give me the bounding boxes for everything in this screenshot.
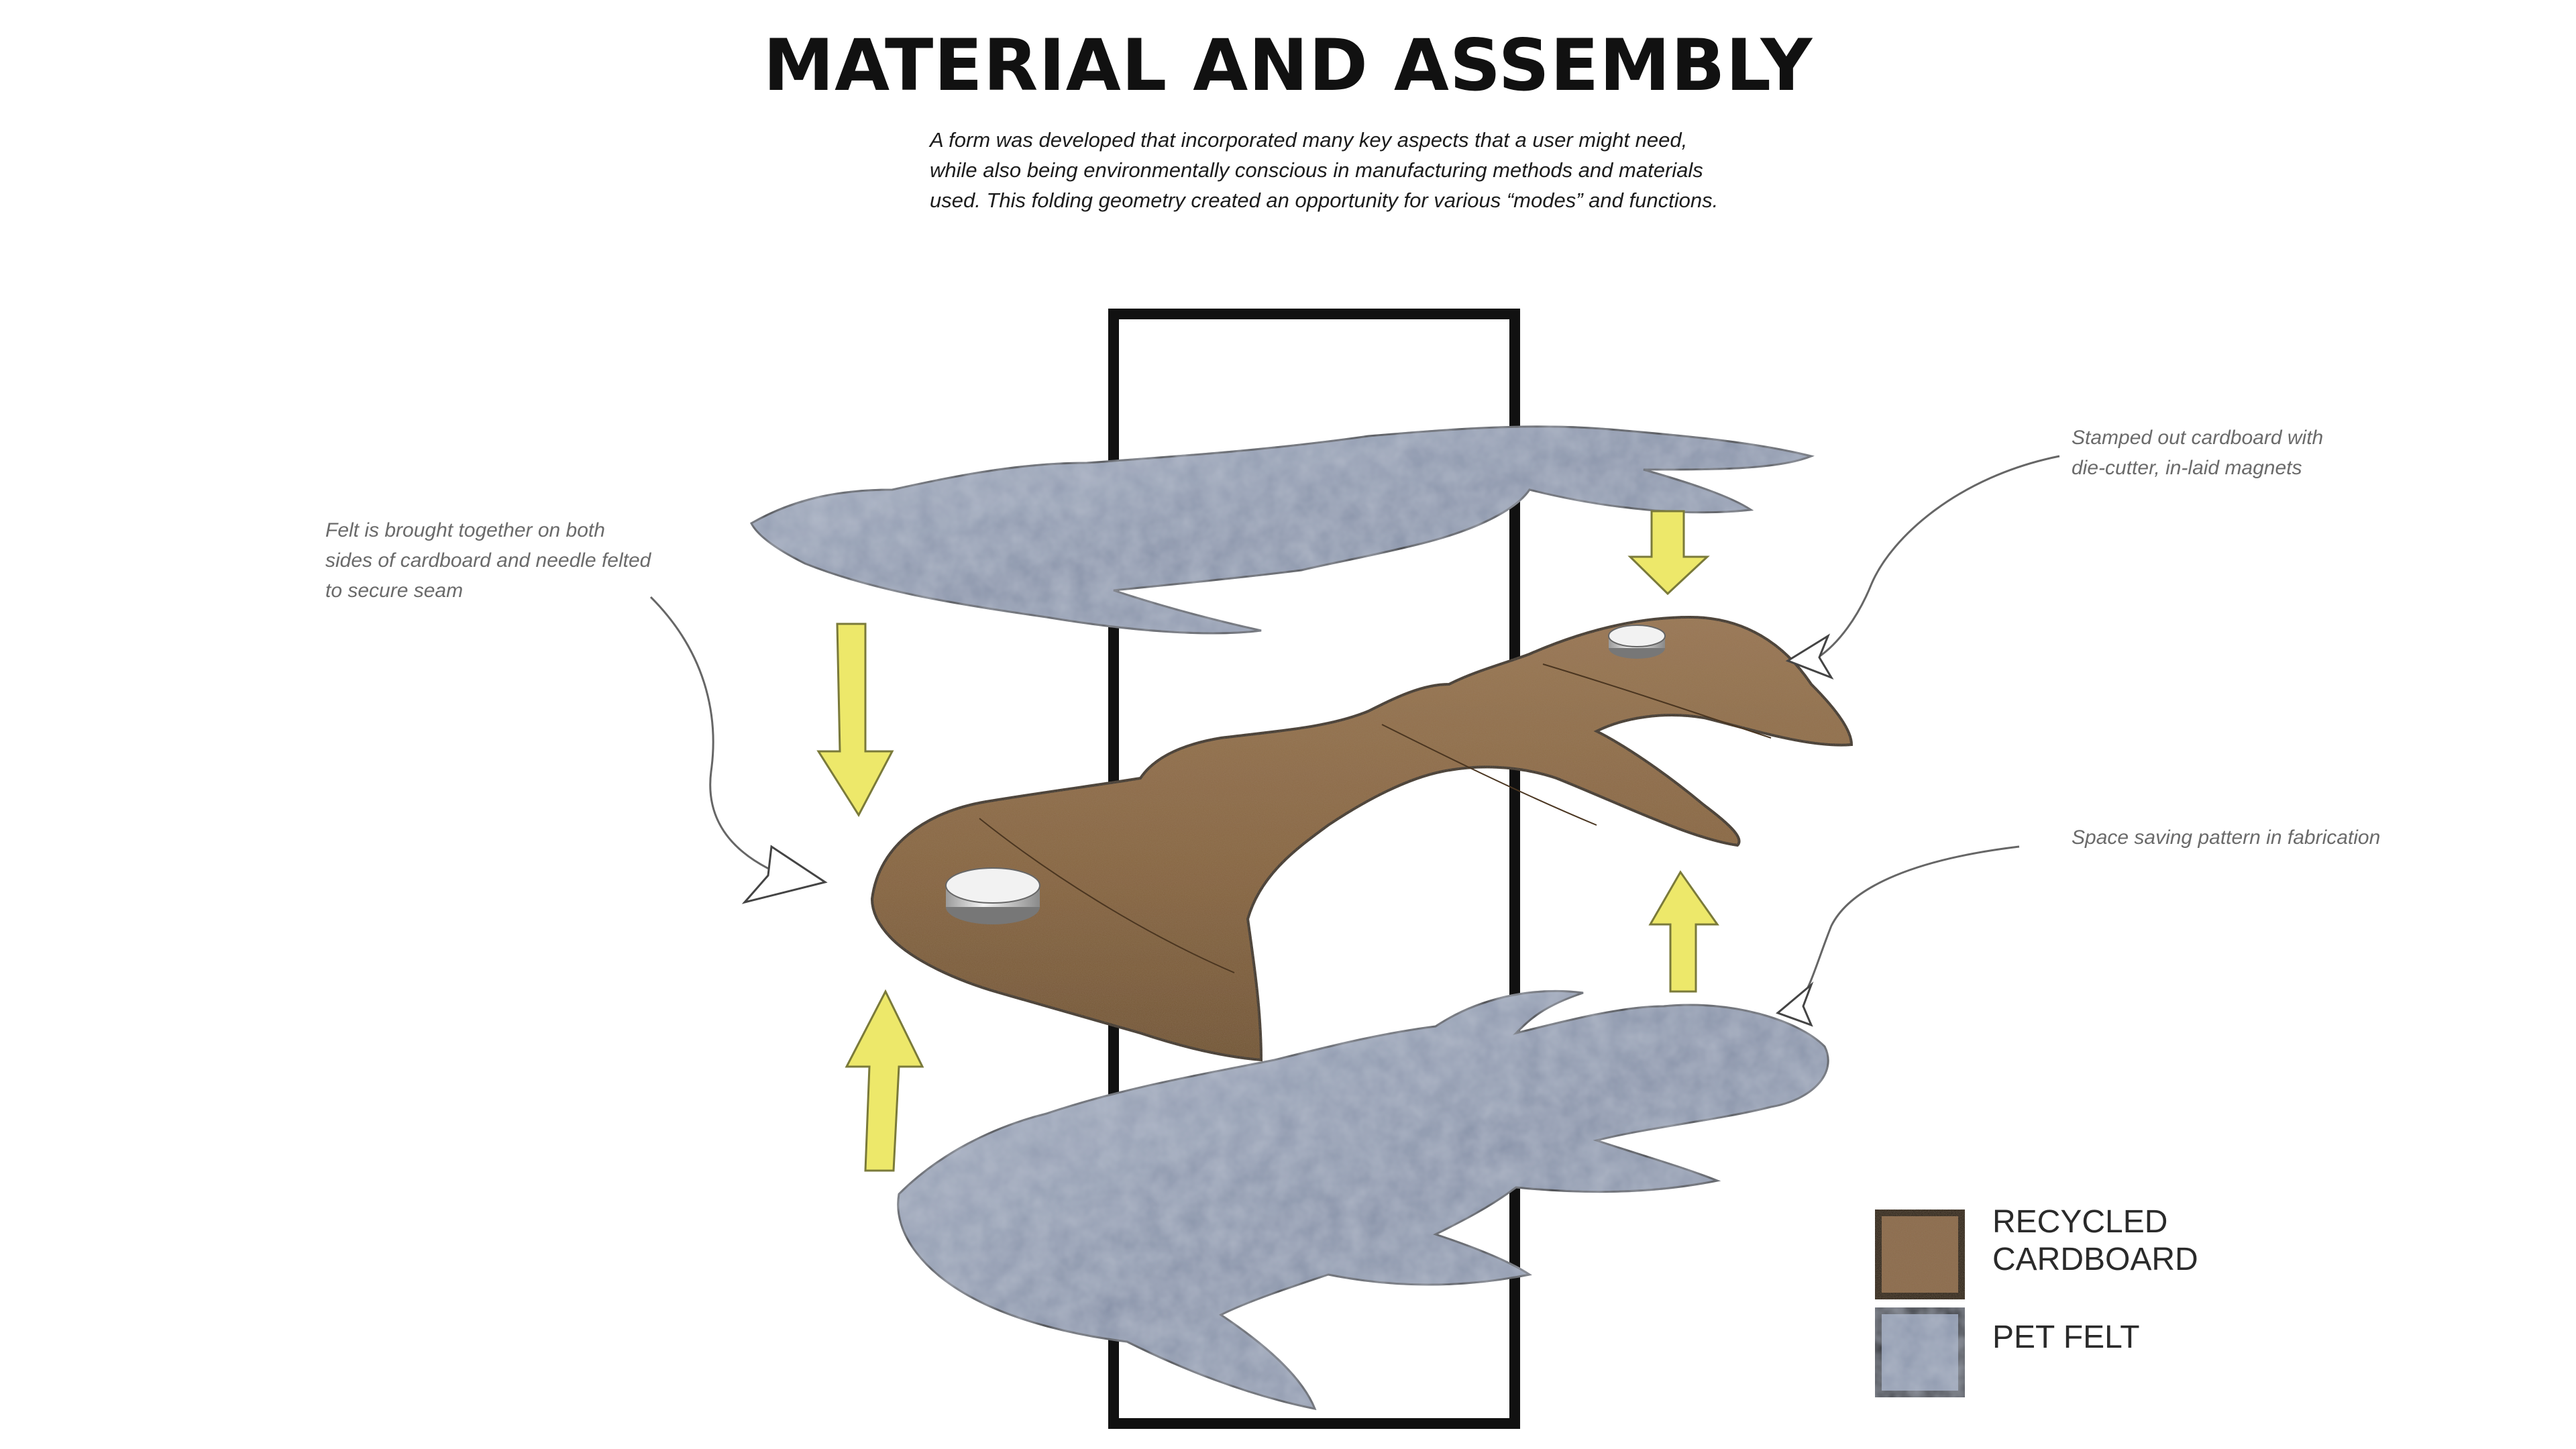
callout-space-saving: Space saving pattern in fabrication xyxy=(2072,822,2380,853)
bottom-felt-sheet xyxy=(897,989,1829,1411)
callout-felt-line-3: to secure seam xyxy=(325,580,464,602)
callout-stamped-cardboard: Stamped out cardboard with die-cutter, i… xyxy=(2072,423,2323,483)
leader-line-space xyxy=(1796,845,2020,1007)
fold-line xyxy=(979,818,1235,973)
intro-line-1: A form was developed that incorporated m… xyxy=(930,128,1688,152)
leader-arrowhead-felt xyxy=(741,845,828,904)
callout-cardboard-line-1: Stamped out cardboard with xyxy=(2072,427,2324,449)
callout-felt-line-1: Felt is brought together on both xyxy=(325,519,605,541)
legend-cardboard-label: RECYCLED CARDBOARD xyxy=(1992,1204,2198,1277)
down-arrow xyxy=(816,623,894,817)
intro-paragraph: A form was developed that incorporated m… xyxy=(930,125,1719,215)
up-arrow xyxy=(1648,870,1719,993)
magnet-disc-icon xyxy=(945,867,1040,924)
cardboard-form xyxy=(870,615,1854,1062)
down-arrow xyxy=(1627,510,1710,596)
magnet-disc-icon xyxy=(1608,625,1666,659)
fold-line xyxy=(1381,724,1597,826)
legend-felt-label: PET FELT xyxy=(1992,1320,2140,1355)
leader-arrowhead-cardboard xyxy=(1785,633,1834,680)
callout-felt-line-2: sides of cardboard and needle felted xyxy=(325,549,651,572)
intro-line-3: used. This folding geometry created an o… xyxy=(930,189,1719,212)
leader-line-felt xyxy=(649,596,792,880)
callout-space-line-1: Space saving pattern in fabrication xyxy=(2072,826,2381,849)
up-arrow xyxy=(845,989,924,1172)
leader-line-cardboard xyxy=(1817,455,2060,659)
callout-felt-seam: Felt is brought together on both sides o… xyxy=(325,515,651,606)
callout-cardboard-line-2: die-cutter, in-laid magnets xyxy=(2072,457,2302,479)
fold-line xyxy=(1542,663,1772,739)
legend-felt-swatch xyxy=(1875,1307,1965,1397)
intro-line-2: while also being environmentally conscio… xyxy=(930,158,1703,182)
top-felt-sheet xyxy=(750,425,1815,635)
leader-arrowhead-space xyxy=(1776,981,1814,1027)
page-title: MATERIAL AND ASSEMBLY xyxy=(763,24,1813,107)
legend-cardboard-swatch xyxy=(1875,1210,1965,1299)
